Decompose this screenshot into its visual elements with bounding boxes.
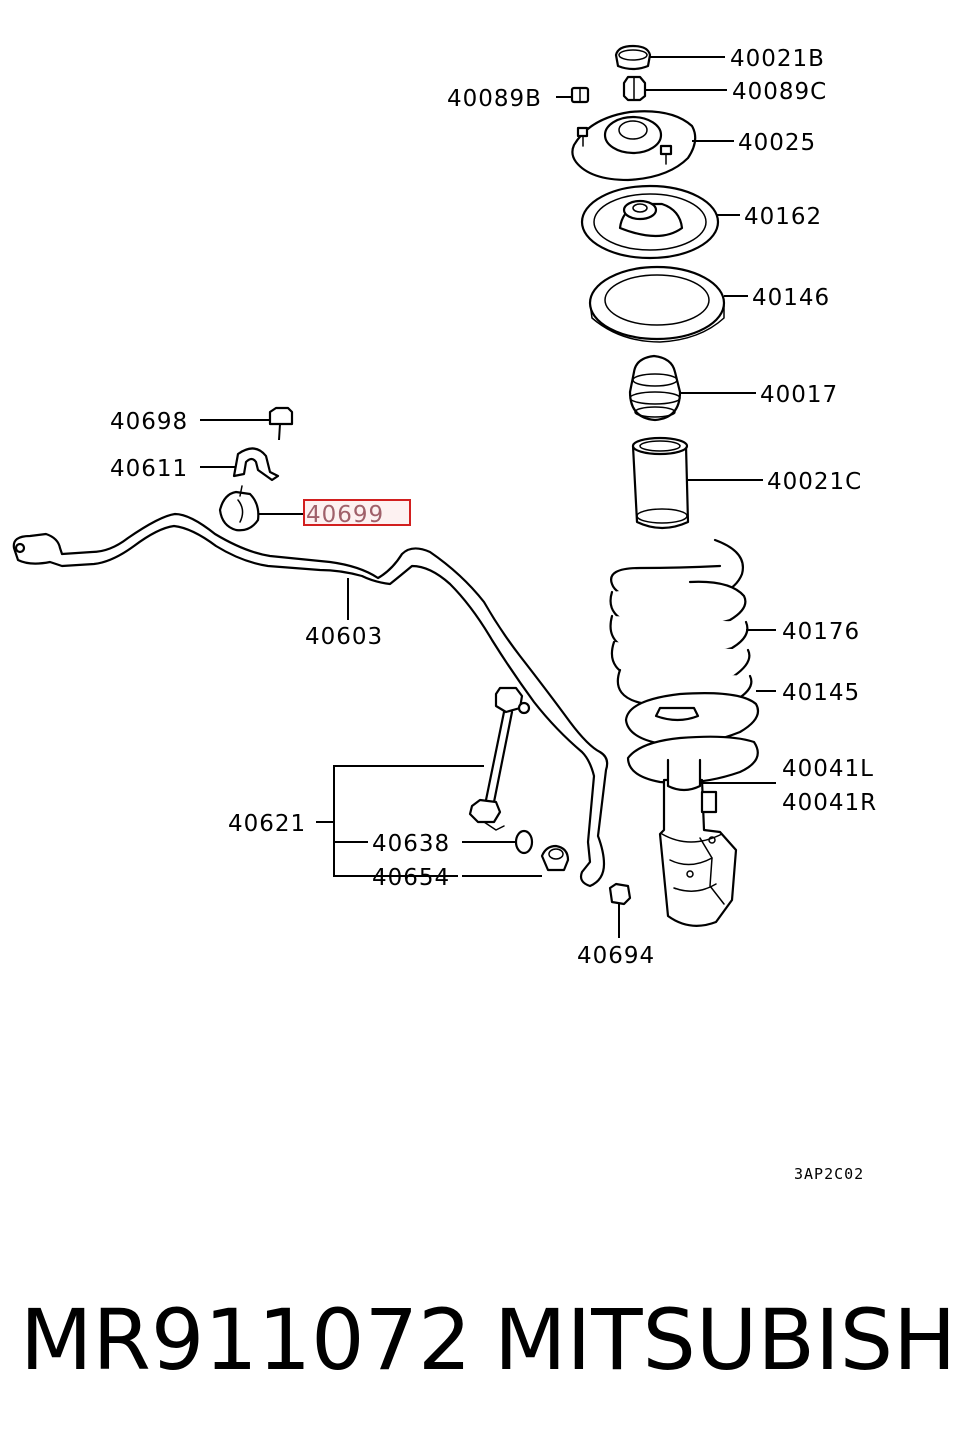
part-40694-nut [608,882,632,906]
footer: MR911072 MITSUBISHI [0,1290,960,1390]
callout-40089B: 40089B [447,86,542,112]
callout-40611: 40611 [110,456,188,482]
callout-40176: 40176 [782,619,860,645]
callout-40021C: 40021C [767,469,862,495]
part-40699-bushing[interactable] [218,485,260,532]
part-40621-stabilizer-link [468,686,531,831]
leader-lines [200,56,776,938]
callout-40654: 40654 [372,865,450,891]
callout-40698: 40698 [110,409,188,435]
part-40654-self-locking-nut [540,844,570,872]
part-40176-coil-spring [609,538,753,708]
highlight-box [303,499,411,526]
part-40025-strut-mount [571,110,697,182]
part-40145-lower-spring-seat [624,692,760,784]
part-40041-strut-assembly [658,758,738,927]
part-40146-insulator-ring [588,265,726,343]
part-40603-stabilizer-bar [12,512,609,888]
callout-40621: 40621 [228,811,306,837]
part-40089B-nut [570,86,590,104]
callout-40017: 40017 [760,382,838,408]
part-40021C-dust-cover [631,436,690,530]
highlighted-part-callout[interactable]: 40699 [303,499,411,528]
callout-40162: 40162 [744,204,822,230]
part-40089C-nut [622,75,647,102]
callout-40041L: 40041L [782,756,874,782]
callout-40025: 40025 [738,130,816,156]
callout-40089C: 40089C [732,79,827,105]
callout-40041R: 40041R [782,790,877,816]
brand-name: MITSUBISHI [494,1291,960,1389]
part-40021B-cap [614,44,652,71]
callout-40146: 40146 [752,285,830,311]
callout-40699[interactable]: 40699 [306,502,384,528]
callout-40638: 40638 [372,831,450,857]
part-40162-spring-seat [580,184,720,260]
exploded-parts-diagram: 40021B 40089C 40089B 40025 40162 40146 4… [12,44,877,1183]
callout-40021B: 40021B [730,46,825,72]
callout-40145: 40145 [782,680,860,706]
callout-40694: 40694 [577,943,655,969]
part-40611-bracket [232,447,280,482]
part-number: MR911072 [20,1291,472,1389]
callout-40603: 40603 [305,624,383,650]
part-40017-bump-stopper [628,354,682,422]
diagram-code: 3AP2C02 [794,1165,864,1183]
part-40638-o-ring [514,829,534,855]
part-40698-bolt [268,406,294,441]
